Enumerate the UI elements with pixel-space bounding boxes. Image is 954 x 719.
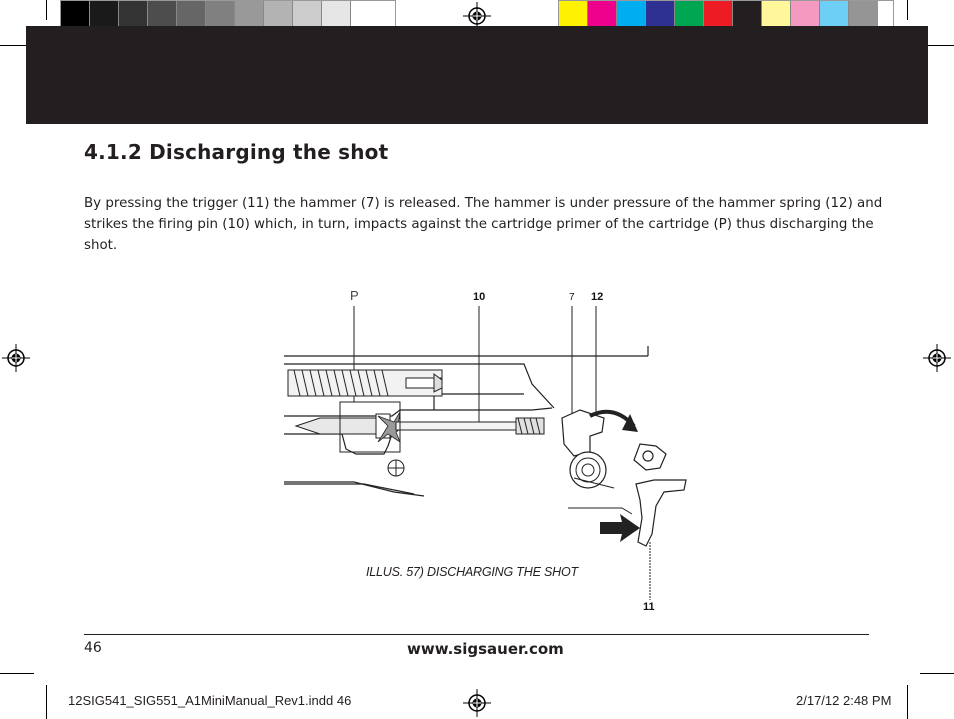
label-10: 10 (473, 291, 485, 303)
recoil-spring (287, 369, 443, 397)
trigger-mechanism-illustration: P 10 7 12 11 (284, 288, 687, 613)
footer-rule (84, 634, 869, 635)
figure-caption: ILLUS. 57) DISCHARGING THE SHOT (366, 565, 578, 579)
crop-mark (920, 45, 954, 46)
body-paragraph: By pressing the trigger (11) the hammer … (84, 193, 883, 256)
body-line: By pressing the trigger (11) the hammer … (84, 196, 883, 211)
bolt-carrier (339, 401, 405, 477)
registration-mark-icon (463, 689, 491, 717)
hammer (561, 409, 615, 489)
crop-mark (46, 685, 47, 719)
crop-mark (907, 0, 908, 20)
label-12: 12 (591, 291, 603, 303)
registration-mark-icon (463, 2, 491, 30)
trigger (568, 479, 687, 547)
website-link[interactable]: www.sigsauer.com (407, 640, 564, 658)
page-number: 46 (84, 640, 102, 656)
crop-mark (0, 673, 34, 674)
header-band (26, 26, 928, 124)
crop-mark (46, 0, 47, 20)
label-p: P (350, 288, 359, 303)
crop-mark (907, 685, 908, 719)
rotation-arrowhead (622, 414, 638, 432)
slug-datetime: 2/17/12 2:48 PM (796, 693, 892, 708)
sear (633, 443, 667, 471)
label-11: 11 (643, 601, 655, 613)
body-line: strikes the firing pin (10) which, in tu… (84, 217, 874, 232)
registration-mark-icon (923, 344, 951, 372)
registration-mark-icon (2, 344, 30, 372)
slug-filename: 12SIG541_SIG551_A1MiniManual_Rev1.indd 4… (68, 693, 352, 708)
crop-mark (0, 45, 34, 46)
label-7: 7 (569, 292, 575, 303)
receiver-outline (284, 346, 649, 497)
body-line: shot. (84, 238, 118, 253)
firing-pin (395, 417, 545, 435)
press-arrow-icon (600, 514, 640, 542)
section-title: 4.1.2 Discharging the shot (84, 140, 389, 164)
crop-mark (920, 673, 954, 674)
